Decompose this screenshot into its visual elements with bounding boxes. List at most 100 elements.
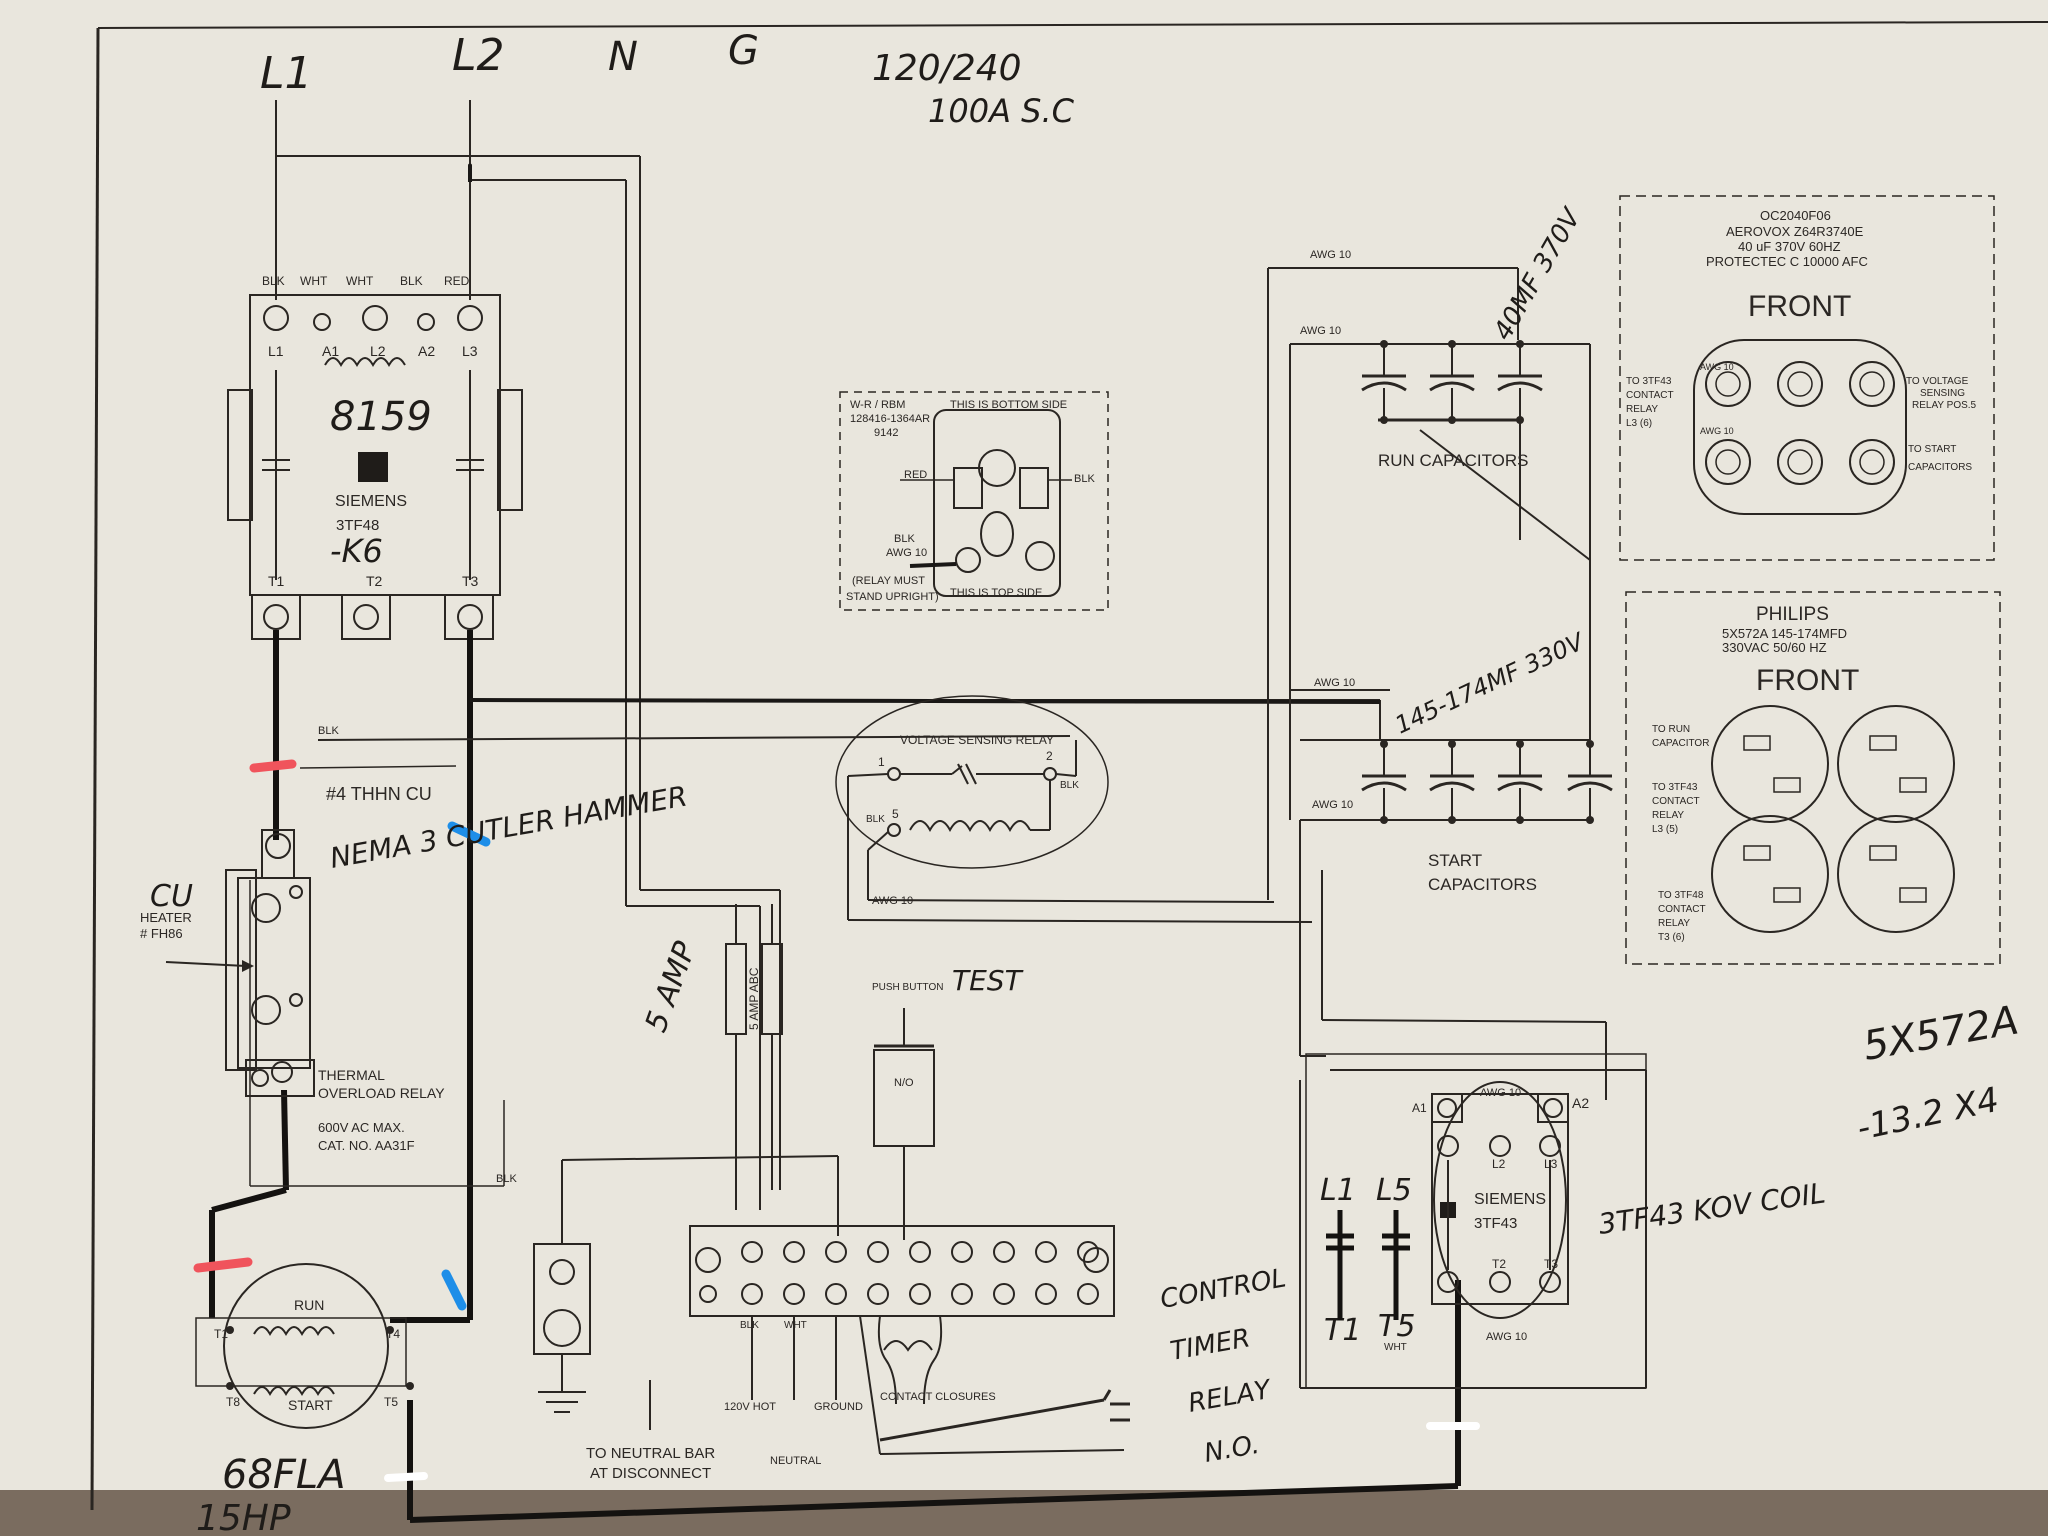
start-cap-terminal	[1773, 887, 1801, 903]
vsr-blk-1: BLK	[866, 814, 885, 825]
k6-brand: SIEMENS	[335, 493, 407, 510]
k6-terminal-l1: L1	[268, 343, 284, 359]
strip-contact: CONTACT CLOSURES	[880, 1391, 996, 1403]
run-cap-right-2a: TO START	[1908, 444, 1956, 455]
strip-screw-top	[867, 1241, 889, 1263]
start-cap-line-2: 5X572A 145-174MFD	[1722, 626, 1847, 641]
start-cap-left-1a: TO RUN	[1652, 724, 1690, 735]
run-cap-terminal-inner	[1787, 449, 1813, 475]
start-capacitors	[1361, 740, 1613, 824]
k6-wire-tag-2: WHT	[300, 274, 328, 288]
label-amps: 100A S.C	[928, 92, 1075, 130]
start-cap-left-3c: RELAY	[1658, 918, 1690, 929]
start-cap-left-2c: RELAY	[1652, 810, 1684, 821]
start-cap-node	[1516, 816, 1524, 824]
white-tape-motor	[384, 1472, 428, 1482]
run-cap-plate-curved	[1497, 381, 1543, 392]
vsr-title: VOLTAGE SENSING RELAY	[900, 733, 1054, 747]
relay-line-3: 9142	[874, 427, 898, 439]
strip-screw-top	[783, 1241, 805, 1263]
strip-screw-bottom	[825, 1283, 847, 1305]
start-cap-plate-curved	[1497, 781, 1543, 792]
run-cap-terminal-inner	[1859, 371, 1885, 397]
start-caps-label-2: CAPACITORS	[1428, 875, 1537, 894]
strip-neutral-bar-2: AT DISCONNECT	[590, 1465, 711, 1482]
start-cap-left-2a: TO 3TF43	[1652, 782, 1698, 793]
contactor-3tf43	[1305, 1053, 1647, 1389]
start-cap-node	[1448, 740, 1456, 748]
terminal-strip-screws	[741, 1241, 1099, 1305]
k43-a2: A2	[1572, 1095, 1589, 1111]
start-cap-can	[1837, 815, 1955, 933]
start-cap-node	[1380, 740, 1388, 748]
k6-handwritten-number: 8159	[330, 394, 432, 440]
k43-l2: L2	[1492, 1157, 1506, 1171]
push-button-test	[873, 1008, 935, 1240]
relay-note-2: STAND UPRIGHT)	[846, 591, 939, 603]
motor-feed-wires	[209, 630, 1461, 1523]
run-cap-terminal	[1705, 361, 1751, 407]
label-l1: L1	[260, 48, 313, 99]
overload-blk-tag: BLK	[318, 725, 339, 737]
start-cap-left-2d: L3 (5)	[1652, 824, 1678, 835]
motor-start-label: START	[288, 1397, 333, 1413]
contactor-3tf48-k6	[227, 294, 523, 640]
motor-hp-hw: 15HP	[196, 1498, 291, 1536]
run-cap-left-4: L3 (6)	[1626, 418, 1652, 429]
start-cap-terminal	[1773, 777, 1801, 793]
motor-t1: T1	[214, 1327, 228, 1341]
strip-screw-top	[825, 1241, 847, 1263]
run-cap-right-2b: CAPACITORS	[1908, 462, 1972, 473]
k6-terminal-a1: A1	[322, 343, 339, 359]
start-cap-node	[1448, 816, 1456, 824]
run-cap-node	[1516, 340, 1524, 348]
start-cap-terminal	[1899, 777, 1927, 793]
run-capacitors	[1361, 340, 1543, 424]
k43-brand: SIEMENS	[1474, 1191, 1546, 1208]
overload-heater-part: # FH86	[140, 926, 183, 941]
k43-t3: T3	[1544, 1257, 1558, 1271]
start-cap-front-frame	[1625, 591, 2001, 965]
k43-awg-bottom: AWG 10	[1486, 1331, 1527, 1343]
overload-heater-hw: CU	[150, 879, 193, 914]
motor-run-label: RUN	[294, 1297, 324, 1313]
run-cap-awg-1: AWG 10	[1700, 362, 1734, 372]
k43-hw-t1: T1	[1324, 1313, 1361, 1348]
run-cap-node	[1448, 416, 1456, 424]
run-caps-label: RUN CAPACITORS	[1378, 451, 1529, 470]
start-cap-left-2b: CONTACT	[1652, 796, 1700, 807]
k6-wire-tag-4: BLK	[400, 274, 423, 288]
start-cap-cans	[1711, 705, 1955, 933]
overload-heater-label: HEATER	[140, 910, 192, 925]
run-cap-right-1b: SENSING	[1920, 388, 1965, 399]
start-cap-terminal	[1869, 845, 1897, 861]
strip-blk: BLK	[740, 1320, 759, 1331]
start-cap-terminal	[1869, 735, 1897, 751]
label-g: G	[728, 28, 759, 74]
start-cap-front-title: FRONT	[1756, 664, 1859, 697]
strip-screw-bottom	[1035, 1283, 1057, 1305]
strip-screw-top	[993, 1241, 1015, 1263]
run-cap-terminal	[1705, 439, 1751, 485]
start-caps-label-1: START	[1428, 851, 1482, 870]
k6-terminal-l3: L3	[462, 343, 478, 359]
start-cap-node	[1586, 740, 1594, 748]
strip-screw-top	[1077, 1241, 1099, 1263]
start-cap-terminal	[1899, 887, 1927, 903]
strip-screw-bottom	[951, 1283, 973, 1305]
vsr-terminal-5: 5	[892, 807, 899, 821]
run-cap-node	[1380, 416, 1388, 424]
run-cap-terminal	[1849, 439, 1895, 485]
run-cap-plate-curved	[1429, 381, 1475, 392]
start-cap-can	[1711, 815, 1829, 933]
strip-screw-top	[951, 1241, 973, 1263]
k6-terminal-t3: T3	[462, 573, 479, 589]
motor-t5: T5	[384, 1395, 398, 1409]
start-cap-plate-curved	[1361, 781, 1407, 792]
run-cap-line-3: 40 uF 370V 60HZ	[1738, 239, 1841, 254]
wire-size-label: #4 THHN CU	[326, 784, 432, 804]
red-tape-lower	[193, 1257, 253, 1273]
run-cap-line-1: OC2040F06	[1760, 208, 1831, 223]
vsr-awg: AWG 10	[872, 895, 913, 907]
